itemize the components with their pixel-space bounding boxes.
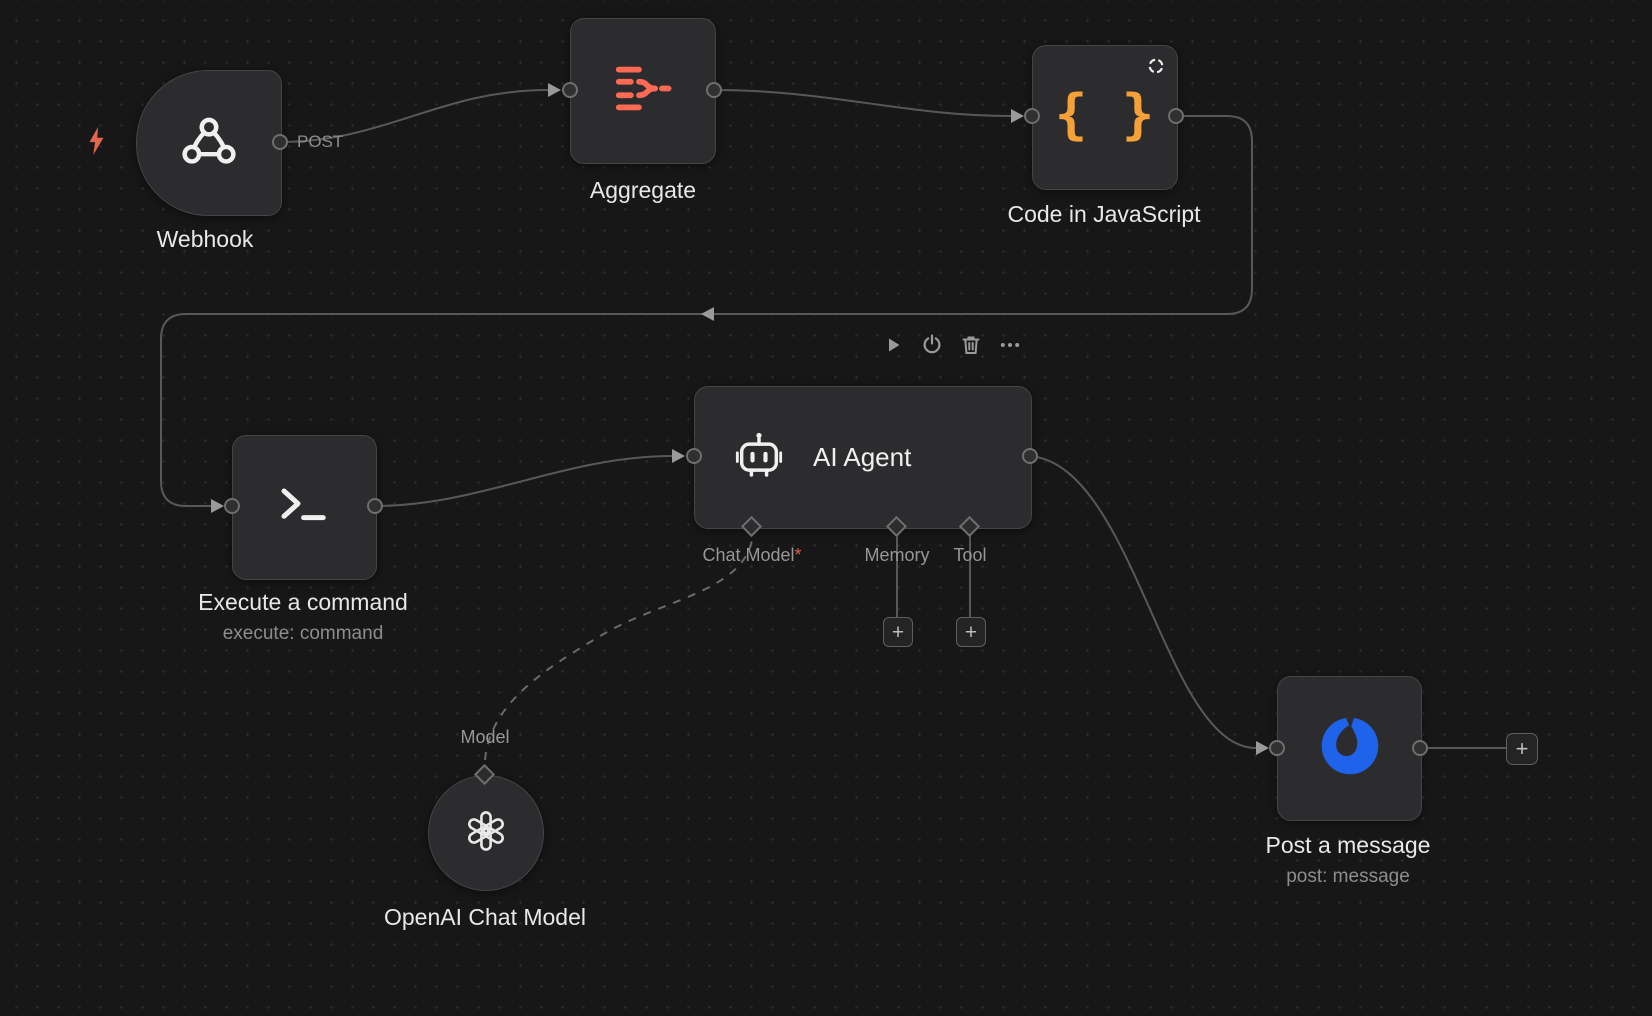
- deactivate-node-button[interactable]: [919, 333, 945, 359]
- execute-sublabel: execute: command: [222, 623, 384, 644]
- ai-agent-title: AI Agent: [813, 442, 912, 472]
- node-more-options-button[interactable]: [997, 333, 1023, 359]
- chat-model-port-label: Chat Model*: [702, 545, 802, 565]
- post-message-output-port[interactable]: [1412, 740, 1428, 756]
- webhook-output-port[interactable]: [272, 134, 288, 150]
- play-icon: [881, 333, 905, 360]
- chat-model-dashed-wire: [484, 539, 753, 761]
- ellipsis-icon: [998, 333, 1022, 360]
- post-message-sublabel: post: message: [1286, 866, 1410, 887]
- execute-label: Execute a command: [198, 589, 408, 615]
- ai-agent-input-port[interactable]: [686, 448, 702, 464]
- ai-agent-output-port[interactable]: [1022, 448, 1038, 464]
- code-label: Code in JavaScript: [1007, 201, 1201, 227]
- add-memory-button[interactable]: +: [883, 617, 913, 647]
- power-icon: [920, 333, 944, 360]
- trigger-lightning-icon: [86, 127, 108, 160]
- add-tool-button[interactable]: +: [956, 617, 986, 647]
- robot-icon: [733, 431, 785, 484]
- node-post-message[interactable]: [1277, 676, 1422, 821]
- node-execute-command[interactable]: [232, 435, 377, 580]
- mattermost-icon: [1317, 713, 1383, 784]
- add-next-node-button[interactable]: +: [1506, 733, 1538, 765]
- webhook-icon: [180, 114, 238, 173]
- run-node-button[interactable]: [880, 333, 906, 359]
- aggregate-icon: [612, 60, 674, 122]
- webhook-label: Webhook: [156, 226, 254, 252]
- refresh-icon: [1147, 57, 1165, 80]
- aggregate-output-port[interactable]: [706, 82, 722, 98]
- post-message-input-port[interactable]: [1269, 740, 1285, 756]
- openai-icon: [462, 807, 510, 860]
- node-openai-chat-model[interactable]: [428, 775, 544, 891]
- openai-port-label: Model: [460, 727, 510, 747]
- openai-label: OpenAI Chat Model: [383, 904, 587, 930]
- required-marker: *: [794, 545, 802, 565]
- execute-output-port[interactable]: [367, 498, 383, 514]
- memory-port-label: Memory: [864, 545, 930, 565]
- node-toolbar: [880, 333, 1023, 359]
- code-input-port[interactable]: [1024, 108, 1040, 124]
- trash-icon: [959, 333, 983, 360]
- code-output-port[interactable]: [1168, 108, 1184, 124]
- node-webhook[interactable]: [136, 70, 282, 216]
- tool-port-label: Tool: [953, 545, 987, 565]
- aggregate-label: Aggregate: [589, 177, 697, 203]
- code-braces-icon: { }: [1054, 83, 1156, 146]
- node-ai-agent[interactable]: AI Agent: [694, 386, 1032, 529]
- terminal-icon: [277, 482, 333, 533]
- aggregate-input-port[interactable]: [562, 82, 578, 98]
- post-message-label: Post a message: [1265, 832, 1431, 858]
- webhook-output-label: POST: [297, 132, 344, 151]
- delete-node-button[interactable]: [958, 333, 984, 359]
- node-aggregate[interactable]: [570, 18, 716, 164]
- node-code[interactable]: { }: [1032, 45, 1178, 190]
- execute-input-port[interactable]: [224, 498, 240, 514]
